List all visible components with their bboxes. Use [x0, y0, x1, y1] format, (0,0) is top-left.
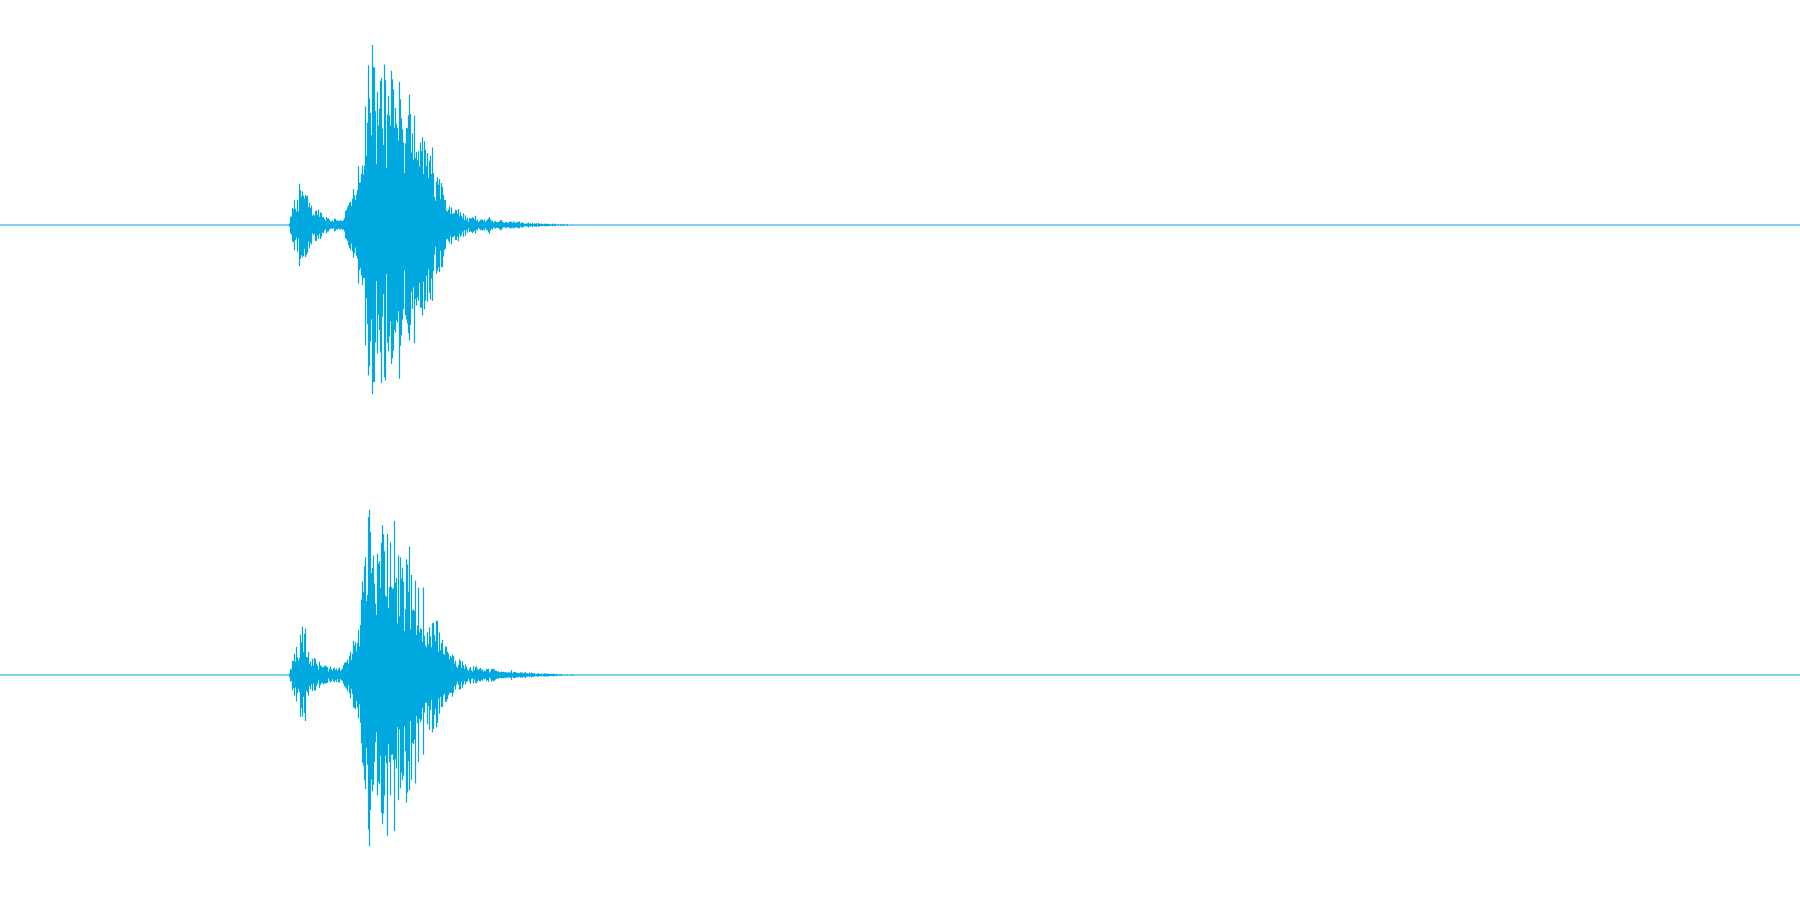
channel-1-waveform — [0, 45, 1800, 395]
channel-2-waveform — [0, 509, 1800, 847]
waveform-trace — [288, 509, 593, 847]
waveform-trace — [288, 45, 592, 395]
